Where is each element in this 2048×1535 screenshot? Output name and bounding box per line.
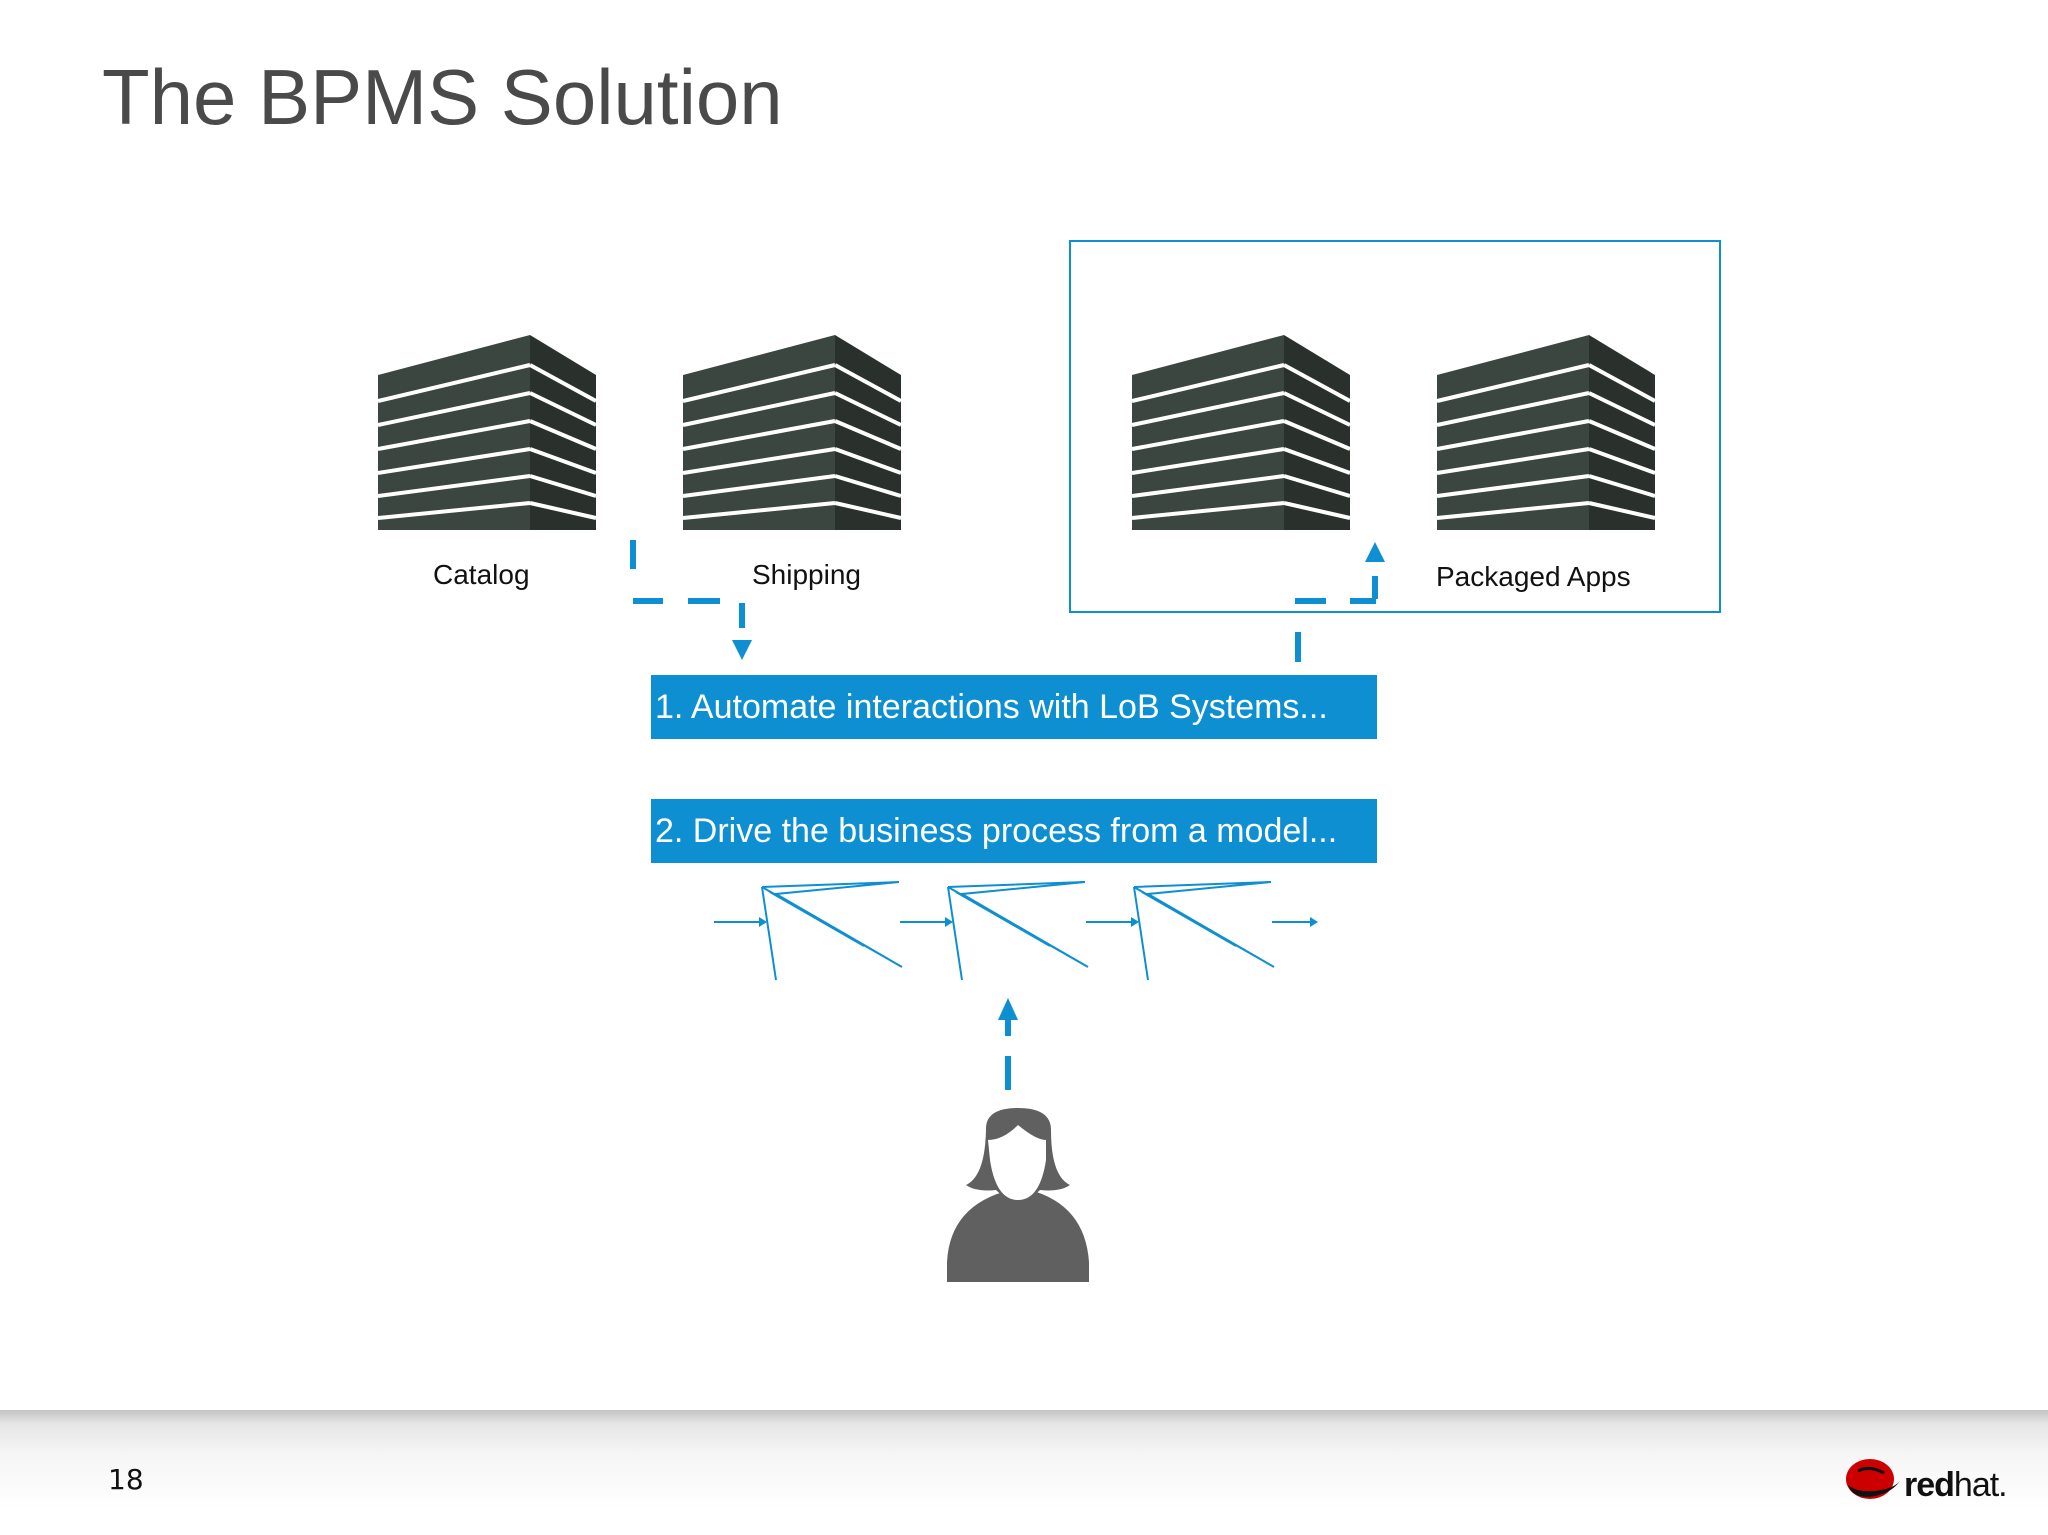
brand-bold-text: red bbox=[1904, 1466, 1955, 1504]
person-icon bbox=[947, 1108, 1089, 1282]
slide-title: The BPMS Solution bbox=[102, 53, 783, 141]
system-label-shipping: Shipping bbox=[752, 559, 861, 590]
server-icon bbox=[1435, 333, 1657, 532]
server-icon bbox=[376, 333, 598, 532]
page-number: 18 bbox=[108, 1463, 144, 1496]
footer-band bbox=[0, 1410, 2048, 1535]
arrow-head-down bbox=[732, 640, 752, 660]
process-model-icon bbox=[713, 881, 1318, 981]
step-1-bar-bg bbox=[651, 675, 1377, 739]
redhat-logo-icon bbox=[1846, 1459, 1900, 1499]
step-automate-interactions: 1. Automate interactions with LoB System… bbox=[655, 688, 1328, 726]
packaged-apps-box bbox=[1069, 240, 1721, 613]
step-2-bar-bg bbox=[651, 799, 1377, 863]
arrow-to-automation bbox=[630, 540, 745, 628]
arrow-head-up bbox=[998, 998, 1018, 1020]
brand-thin-text: hat. bbox=[1953, 1466, 2008, 1504]
arrow-head-up bbox=[1365, 542, 1385, 562]
server-icon bbox=[681, 333, 903, 532]
arrow-to-packaged-apps bbox=[1295, 576, 1378, 662]
redhat-wordmark: redhat. bbox=[1904, 1466, 2008, 1505]
server-icon bbox=[1130, 333, 1352, 532]
step-drive-business-process: 2. Drive the business process from a mod… bbox=[655, 812, 1338, 850]
system-label-catalog: Catalog bbox=[433, 559, 530, 590]
system-label-packaged-apps: Packaged Apps bbox=[1436, 561, 1631, 592]
